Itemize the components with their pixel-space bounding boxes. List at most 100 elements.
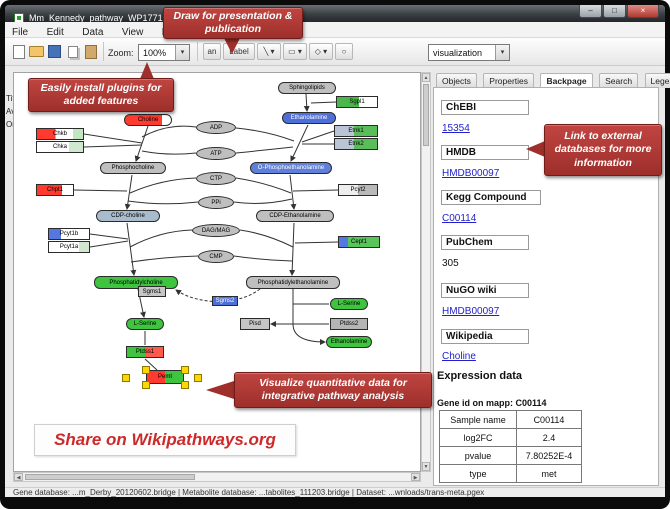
node-cmp[interactable]: CMP (198, 250, 234, 263)
side-panel-tabs: Objects Properties Backpage Search Legen… (434, 71, 670, 89)
save-button[interactable] (46, 43, 63, 60)
node-sgpl1[interactable]: Sgpl1 (336, 96, 378, 108)
callout-draw-presentation: Draw for presentation & publication (163, 7, 303, 39)
chevron-down-icon[interactable]: ▾ (175, 45, 189, 60)
node-l-serine-left[interactable]: L-Serine (126, 318, 164, 330)
node-sgms2[interactable]: Sgms2 (212, 296, 238, 306)
node-ppi[interactable]: PPi (198, 196, 234, 209)
toolbar-separator (197, 42, 198, 61)
open-folder-icon (29, 46, 44, 57)
node-pcyt1a[interactable]: Pcyt1a (48, 241, 90, 253)
maximize-button[interactable]: □ (603, 5, 626, 18)
node-sphingolipids[interactable]: Sphingolipids (278, 82, 336, 94)
selection-handle[interactable] (142, 366, 150, 374)
vertical-scroll-thumb[interactable] (423, 84, 429, 146)
node-pemt-selected[interactable]: Pemt (146, 370, 184, 384)
selection-handle[interactable] (194, 374, 202, 382)
scroll-up-icon[interactable]: ▲ (422, 73, 430, 82)
open-button[interactable] (28, 43, 45, 60)
node-ctp[interactable]: CTP (196, 172, 236, 185)
node-adp[interactable]: ADP (196, 121, 236, 134)
nugo-link[interactable]: HMDB00097 (442, 306, 500, 317)
tab-properties[interactable]: Properties (483, 73, 535, 88)
chevron-down-icon[interactable]: ▾ (495, 45, 509, 60)
node-o-phosphoethanolamine[interactable]: O-Phosphoethanolamine (250, 162, 332, 174)
node-cdp-ethanolamine[interactable]: CDP-Ethanolamine (256, 210, 334, 222)
node-phosphocholine[interactable]: Phosphocholine (100, 162, 166, 174)
menu-view[interactable]: View (121, 27, 144, 38)
kegg-link[interactable]: C00114 (442, 213, 477, 224)
node-l-serine-right[interactable]: L-Serine (330, 298, 368, 310)
node-pcyt1b[interactable]: Pcyt1b (48, 228, 90, 240)
node-phosphatidylethanolamine[interactable]: Phosphatidylethanolamine (246, 276, 340, 289)
paste-button[interactable] (82, 43, 99, 60)
scroll-down-icon[interactable]: ▼ (422, 462, 430, 471)
wikipedia-link[interactable]: Choline (442, 351, 476, 362)
node-choline[interactable]: Choline (124, 114, 172, 126)
datanode-tool-button[interactable]: an (203, 43, 221, 60)
node-dag-mag[interactable]: DAG/MAG (192, 224, 240, 237)
selection-handle[interactable] (142, 381, 150, 389)
selection-handle[interactable] (181, 381, 189, 389)
expression-data-table: Sample name C00114 log2FC 2.4 pvalue 7.8… (439, 410, 582, 483)
tab-legend[interactable]: Legend (644, 73, 670, 88)
mim-shape-tool-button[interactable]: ◇ ▾ (309, 43, 333, 60)
visualization-combobox[interactable]: visualization ▾ (428, 44, 510, 61)
chebi-link[interactable]: 15354 (442, 123, 470, 134)
scroll-right-icon[interactable]: ▶ (411, 473, 420, 481)
window-title: Mm_Kennedy_pathway_WP1771_45176.gp (29, 13, 206, 23)
copy-button[interactable] (64, 43, 81, 60)
tab-search[interactable]: Search (599, 73, 639, 88)
minimize-button[interactable]: – (579, 5, 602, 18)
new-file-icon (12, 44, 25, 59)
vertical-scrollbar[interactable]: ▲ ▼ (421, 72, 431, 472)
node-pisd[interactable]: Pisd (240, 318, 270, 330)
table-cell: C00114 (516, 410, 582, 429)
menu-file[interactable]: File (12, 27, 29, 38)
node-sgms1[interactable]: Sgms1 (138, 286, 166, 297)
menu-edit[interactable]: Edit (46, 27, 64, 38)
horizontal-scrollbar[interactable]: ◀ ▶ (13, 472, 421, 482)
hmdb-link[interactable]: HMDB00097 (442, 168, 500, 179)
backpage-header-nugo: NuGO wiki (441, 283, 529, 298)
paste-icon (84, 44, 97, 59)
zoom-value: 100% (143, 48, 167, 58)
share-wikipathways-banner: Share on Wikipathways.org (34, 424, 296, 456)
node-etnk1[interactable]: Etnk1 (334, 125, 378, 137)
selection-handle[interactable] (122, 374, 130, 382)
node-chka[interactable]: Chka (36, 141, 84, 153)
scroll-left-icon[interactable]: ◀ (14, 473, 23, 481)
horizontal-scroll-thumb[interactable] (25, 474, 195, 480)
node-ptdss1[interactable]: Ptdss1 (126, 346, 164, 358)
close-button[interactable]: × (627, 5, 659, 18)
node-etnk2[interactable]: Etnk2 (334, 138, 378, 150)
zoom-label: Zoom: (108, 48, 134, 58)
new-file-button[interactable] (10, 43, 27, 60)
backpage-header-pubchem: PubChem (441, 235, 529, 250)
ellipse-tool-button[interactable]: ○ (335, 43, 353, 60)
node-phosphatidylcholine[interactable]: Phosphatidylcholine (94, 276, 178, 289)
pubchem-id: 305 (442, 258, 459, 269)
node-ptdss2[interactable]: Ptdss2 (330, 318, 368, 330)
node-cept1[interactable]: Cept1 (338, 236, 380, 248)
node-cdp-choline[interactable]: CDP-choline (96, 210, 160, 222)
toolbar-separator (103, 42, 104, 61)
table-row: log2FC 2.4 (439, 428, 582, 447)
node-chpt1[interactable]: Chpt1 (36, 184, 74, 196)
line-tool-button[interactable]: ╲ ▾ (257, 43, 281, 60)
node-ethanolamine-right[interactable]: Ethanolamine (326, 336, 372, 348)
zoom-combobox[interactable]: 100% ▾ (138, 44, 190, 61)
node-ethanolamine[interactable]: Ethanolamine (282, 112, 336, 124)
tab-objects[interactable]: Objects (436, 73, 477, 88)
node-pcyt2[interactable]: Pcyt2 (338, 184, 378, 196)
status-text: Gene database: ...m_Derby_20120602.bridg… (13, 488, 485, 497)
selection-handle[interactable] (181, 366, 189, 374)
tab-backpage[interactable]: Backpage (540, 73, 593, 88)
table-row: Sample name C00114 (439, 410, 582, 429)
shape-tool-button[interactable]: ▭ ▾ (283, 43, 307, 60)
node-atp[interactable]: ATP (196, 147, 236, 160)
menu-data[interactable]: Data (82, 27, 104, 38)
node-chkb[interactable]: Chkb (36, 128, 84, 140)
backpage-header-wikipedia: Wikipedia (441, 329, 529, 344)
